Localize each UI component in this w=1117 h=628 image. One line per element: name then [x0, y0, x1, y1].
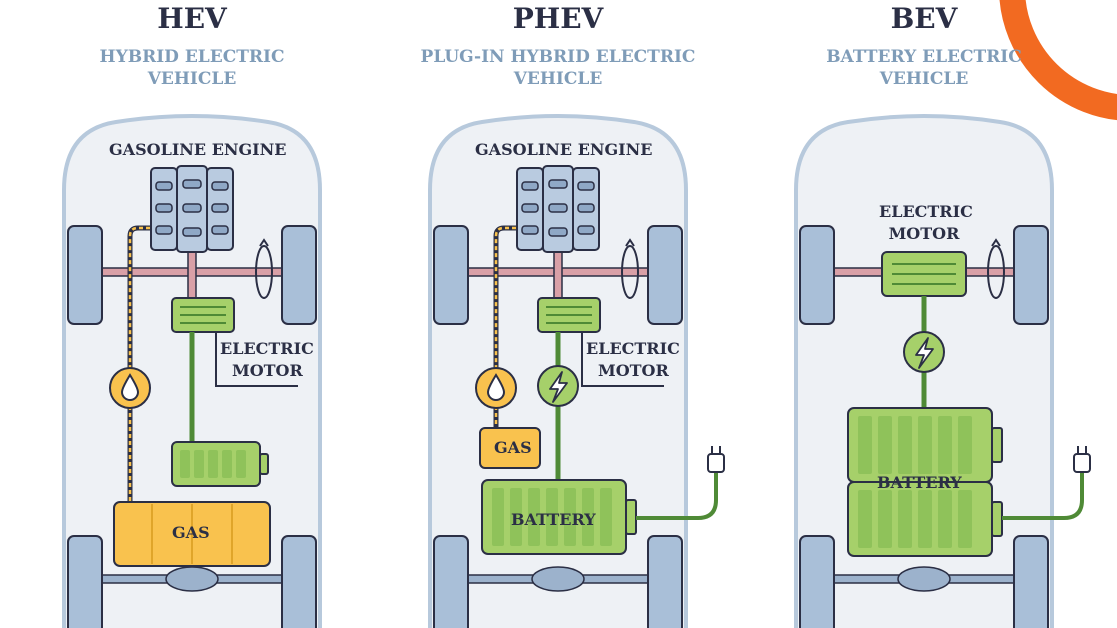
phev-column: PHEV PLUG-IN HYBRID ELECTRIC VEHICLE	[372, 0, 744, 628]
phev-battery-label: BATTERY	[511, 510, 596, 529]
gas-drop-icon	[475, 367, 517, 409]
bev-subtitle-line1: BATTERY ELECTRIC	[826, 47, 1022, 67]
charging-cable	[636, 472, 718, 520]
bev-subtitle-line2: VEHICLE	[879, 69, 969, 89]
phev-motor-label-line1: ELECTRIC	[586, 339, 680, 358]
lightning-icon	[903, 331, 945, 373]
lightning-icon	[537, 365, 579, 407]
battery	[171, 441, 269, 487]
drive-shaft	[187, 244, 197, 301]
bev-motor-label-line1: ELECTRIC	[879, 202, 973, 221]
phev-motor-label-line2: MOTOR	[598, 361, 669, 380]
gas-tank	[479, 427, 541, 469]
rotation-arrow-icon	[255, 238, 273, 299]
phev-subtitle-line1: PLUG-IN HYBRID ELECTRIC	[420, 47, 696, 67]
rear-differential	[165, 566, 219, 592]
hev-motor-label-line2: MOTOR	[232, 361, 303, 380]
phev-subtitle-line2: VEHICLE	[513, 69, 603, 89]
battery	[481, 479, 637, 555]
tire	[799, 225, 1049, 628]
rear-differential	[897, 566, 951, 592]
hev-car-diagram	[62, 114, 322, 628]
motor-label-pointer	[215, 332, 298, 387]
phev-engine-label: GASOLINE ENGINE	[475, 140, 653, 159]
phev-car-diagram	[428, 114, 725, 628]
gasoline-engine	[150, 165, 234, 253]
plug-icon	[707, 446, 725, 473]
phev-gas-label: GAS	[494, 438, 532, 457]
rear-differential	[531, 566, 585, 592]
rotation-arrow-icon	[987, 238, 1005, 299]
gasoline-engine	[516, 165, 600, 253]
tire	[433, 225, 683, 628]
bev-battery-label: BATTERY	[877, 473, 962, 492]
battery	[847, 407, 1003, 557]
hev-subtitle-line2: VEHICLE	[147, 69, 237, 89]
electric-motor	[881, 251, 967, 297]
hev-motor-label-line1: ELECTRIC	[220, 339, 314, 358]
bev-car-diagram	[794, 114, 1091, 628]
bev-motor-label-line2: MOTOR	[888, 224, 960, 243]
hev-subtitle-line1: HYBRID ELECTRIC	[99, 47, 285, 67]
bev-motor-label: ELECTRIC MOTOR	[879, 201, 973, 245]
bev-column: BEV BATTERY ELECTRIC VEHICLE	[738, 0, 1110, 628]
hev-column: HEV HYBRID ELECTRIC VEHICLE	[6, 0, 378, 628]
phev-title: PHEV	[512, 2, 604, 35]
rotation-arrow-icon	[621, 238, 639, 299]
tire	[67, 225, 317, 628]
bev-subtitle: BATTERY ELECTRIC VEHICLE	[738, 46, 1110, 90]
hev-title: HEV	[157, 2, 227, 35]
hev-subtitle: HYBRID ELECTRIC VEHICLE	[6, 46, 378, 90]
hev-gas-label: GAS	[172, 523, 210, 542]
bev-title: BEV	[890, 2, 958, 35]
plug-icon	[1073, 446, 1091, 473]
phev-subtitle: PLUG-IN HYBRID ELECTRIC VEHICLE	[372, 46, 744, 90]
phev-motor-label: ELECTRIC MOTOR	[586, 338, 680, 382]
hev-engine-label: GASOLINE ENGINE	[109, 140, 287, 159]
electric-motor	[171, 297, 235, 333]
hev-motor-label: ELECTRIC MOTOR	[220, 338, 314, 382]
motor-label-pointer	[581, 332, 664, 387]
drive-shaft	[553, 244, 563, 301]
gas-drop-icon	[109, 367, 151, 409]
electric-motor	[537, 297, 601, 333]
charging-cable	[1002, 472, 1084, 520]
gas-tank	[113, 501, 271, 567]
fuel-line	[494, 226, 516, 370]
